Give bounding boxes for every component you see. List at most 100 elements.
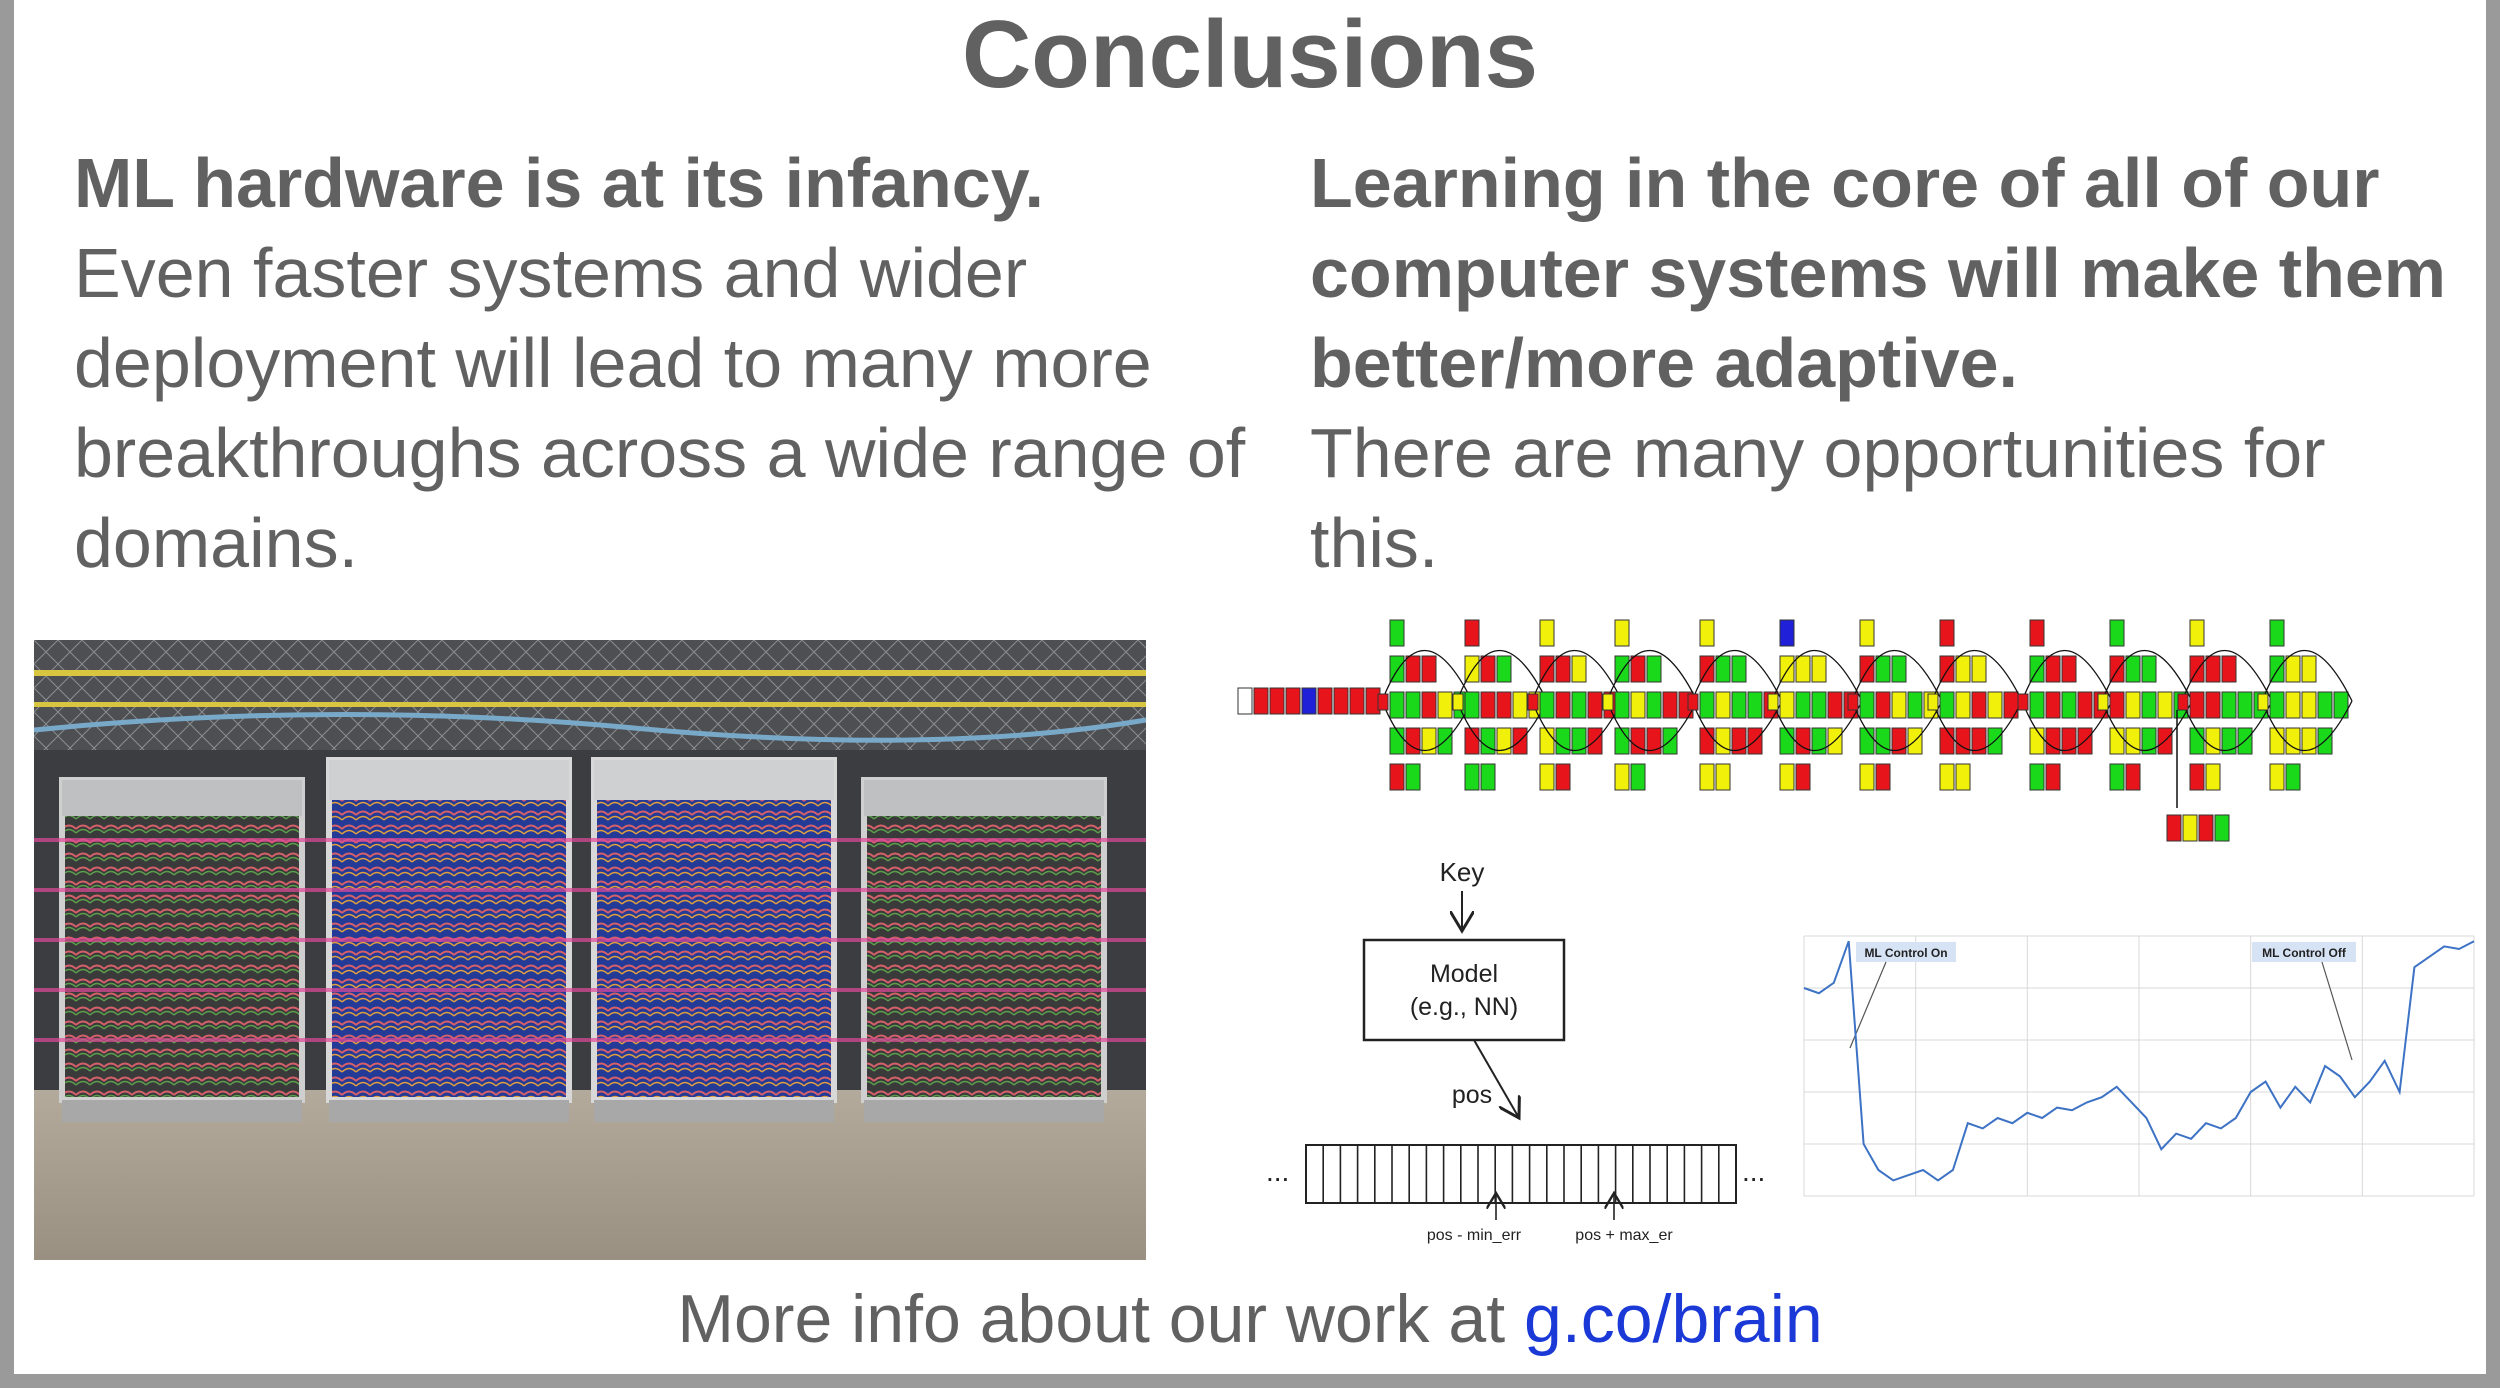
graph-node — [2317, 691, 2333, 719]
annotation-on-label: ML Control On — [1864, 946, 1947, 960]
graph-edge — [1456, 700, 1548, 752]
graph-node — [2077, 691, 2093, 719]
graph-node — [1971, 727, 1987, 755]
graph-node — [2285, 691, 2301, 719]
pos-label: pos — [1452, 1081, 1492, 1109]
graph-node — [1779, 727, 1795, 755]
graph-edge — [1606, 649, 1698, 702]
graph-node — [1715, 655, 1731, 683]
graph-edge — [1456, 649, 1548, 702]
graph-node — [2045, 691, 2061, 719]
graph-node — [1955, 655, 1971, 683]
graph-node — [2189, 763, 2205, 791]
graph-node — [1731, 727, 1747, 755]
graph-node — [1571, 727, 1587, 755]
left-heading: ML hardware is at its infancy. — [74, 144, 1044, 222]
graph-node — [1715, 727, 1731, 755]
model-label: Model — [1430, 960, 1498, 988]
graph-node — [1421, 691, 1437, 719]
footer-prefix: More info about our work at — [677, 1281, 1506, 1357]
key-label: Key — [1440, 857, 1485, 887]
graph-node — [1731, 655, 1747, 683]
left-ellipsis: ... — [1266, 1156, 1289, 1187]
graph-node — [1891, 727, 1907, 755]
graph-node — [1496, 727, 1512, 755]
graph-node — [2109, 727, 2125, 755]
graph-node — [1630, 655, 1646, 683]
graph-node — [1437, 691, 1453, 719]
graph-node — [1405, 655, 1421, 683]
graph-node — [1452, 693, 1464, 711]
graph-node — [1859, 619, 1875, 647]
graph-node — [1939, 619, 1955, 647]
graph-node — [1955, 727, 1971, 755]
graph-edge — [2261, 649, 2353, 702]
graph-node — [1464, 691, 1480, 719]
graph-node — [1827, 691, 1843, 719]
graph-node — [1464, 763, 1480, 791]
graph-node — [1285, 687, 1301, 715]
graph-node — [1512, 691, 1528, 719]
graph-node — [2109, 763, 2125, 791]
graph-edge — [2181, 649, 2273, 702]
left-body: Even faster systems and wider deployment… — [74, 234, 1246, 582]
graph-node — [2205, 727, 2221, 755]
graph-node — [1630, 691, 1646, 719]
graph-node — [2205, 763, 2221, 791]
graph-node — [1795, 763, 1811, 791]
graph-node — [2029, 727, 2045, 755]
graph-node — [2221, 655, 2237, 683]
annotation-ml-control-on: ML Control On — [1849, 942, 1956, 1049]
graph-edge — [1851, 700, 1943, 752]
graph-node — [2125, 691, 2141, 719]
graph-node — [1875, 727, 1891, 755]
graph-node — [1662, 691, 1678, 719]
brain-link[interactable]: g.co/brain — [1524, 1281, 1823, 1357]
graph-node — [2109, 619, 2125, 647]
graph-node — [1389, 691, 1405, 719]
graph-node — [2205, 655, 2221, 683]
graph-node — [1587, 691, 1603, 719]
chart-grid — [1803, 935, 2475, 1197]
graph-node — [1859, 727, 1875, 755]
graph-node — [1555, 655, 1571, 683]
array-outline — [1305, 1144, 1737, 1204]
graph-node — [1389, 727, 1405, 755]
graph-node — [2029, 619, 2045, 647]
graph-node — [1630, 727, 1646, 755]
graph-edge — [2021, 649, 2113, 702]
graph-edge — [1531, 649, 1623, 702]
graph-node — [1539, 691, 1555, 719]
graph-node — [1349, 687, 1365, 715]
graph-node — [1859, 763, 1875, 791]
graph-node — [1571, 655, 1587, 683]
graph-node — [1405, 691, 1421, 719]
graph-node — [2269, 619, 2285, 647]
graph-node — [1253, 687, 1269, 715]
graph-node — [2182, 814, 2198, 842]
annotation-off-label: ML Control Off — [2262, 946, 2347, 960]
graph-node — [1955, 763, 1971, 791]
graph-edge — [1606, 700, 1698, 752]
computation-graph-diagram — [1237, 619, 2353, 842]
graph-node — [2141, 727, 2157, 755]
graph-node — [1779, 619, 1795, 647]
graph-node — [2301, 727, 2317, 755]
graph-node — [2061, 655, 2077, 683]
graph-node — [2198, 814, 2214, 842]
min-error-label: pos - min_err — [1427, 1227, 1522, 1244]
graph-node — [2157, 691, 2173, 719]
graph-node — [1699, 619, 1715, 647]
graph-node — [1699, 691, 1715, 719]
graph-node — [1795, 655, 1811, 683]
graph-node — [2125, 727, 2141, 755]
graph-node — [1939, 763, 1955, 791]
graph-node — [1795, 691, 1811, 719]
graph-node — [2257, 693, 2269, 711]
graph-node — [1715, 691, 1731, 719]
graph-node — [2269, 763, 2285, 791]
graph-node — [1602, 693, 1614, 711]
graph-node — [1539, 763, 1555, 791]
graph-node — [2125, 763, 2141, 791]
graph-node — [1555, 763, 1571, 791]
